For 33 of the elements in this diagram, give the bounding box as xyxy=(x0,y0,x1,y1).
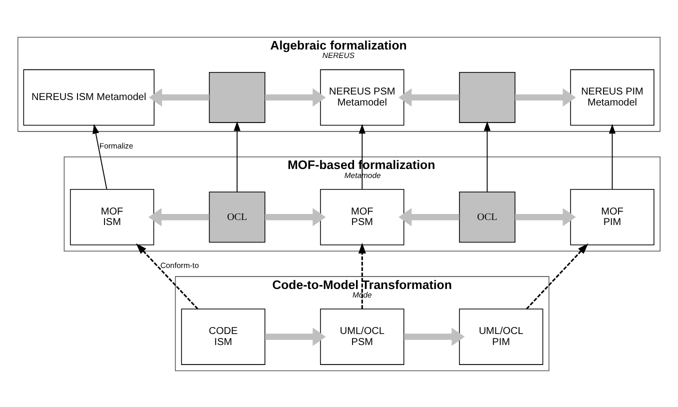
arrow xyxy=(264,88,326,106)
node-box xyxy=(208,72,266,122)
arrow xyxy=(358,124,366,190)
edge-label: Conform-to xyxy=(160,260,199,270)
node-box: NEREUS ISM Metamodel xyxy=(23,68,154,126)
arrow xyxy=(92,124,108,190)
node-box: NEREUS PSM Metamodel xyxy=(320,68,404,126)
edge-label: Formalize xyxy=(99,140,134,150)
node-box: MOF PSM xyxy=(320,188,404,245)
arrow xyxy=(484,120,491,192)
arrow xyxy=(358,242,366,308)
arrow xyxy=(264,207,326,226)
arrow xyxy=(608,124,616,190)
node-box: NEREUS PIM Metamodel xyxy=(570,68,654,126)
arrow xyxy=(404,327,465,346)
node-box: UML/OCL PSM xyxy=(320,308,404,364)
node-box: MOF PIM xyxy=(570,188,654,245)
arrow xyxy=(526,242,588,309)
arrow xyxy=(136,242,198,309)
node-box xyxy=(459,72,516,122)
arrow xyxy=(148,207,210,226)
arrow xyxy=(265,327,326,346)
arrow xyxy=(148,88,210,106)
arrow xyxy=(234,120,240,192)
node-box: MOF ISM xyxy=(70,188,154,245)
arrow xyxy=(515,88,576,106)
arrow xyxy=(515,207,576,226)
node-box: OCL xyxy=(208,191,266,242)
node-box: OCL xyxy=(459,191,516,242)
node-box: UML/OCL PIM xyxy=(459,308,544,364)
arrow xyxy=(398,88,460,106)
node-box: CODE ISM xyxy=(181,308,266,364)
arrow xyxy=(398,207,460,226)
